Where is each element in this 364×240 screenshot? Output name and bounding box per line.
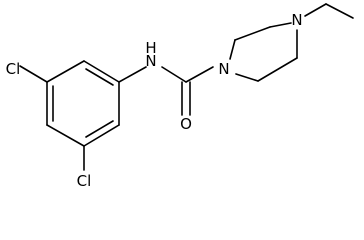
benzene-ring [46,60,120,147]
bond-ring-6 [46,60,85,83]
bond-ring-1 [83,60,120,83]
atom-label-cl-top: Cl [6,60,21,78]
atom-label-piperazine-n4: N [291,11,302,29]
atom-label-cl-bottom: Cl [77,172,92,190]
bond-pip-1 [229,39,236,60]
atom-label-amide-h: H [145,39,156,57]
bond-pip-6 [235,73,259,82]
bond-ring-4 [46,124,85,147]
bond-ring-double-2 [85,120,114,138]
bond-pip-3 [269,22,292,28]
bond-carbonyl-n [185,66,214,83]
bond-ring-3 [83,124,120,147]
atom-label-piperazine-n1: N [218,60,229,78]
bond-ring-nh [118,66,147,83]
bond-ethyl-1 [304,3,327,17]
structure-diagram: Cl Cl H N N N O [6,3,354,190]
bond-ring-double-1 [85,68,114,86]
piperazine-ring [229,22,298,82]
bond-nh-carbonyl [161,66,187,83]
bond-pip-2 [234,26,271,41]
atom-label-amide-n: N [145,52,156,70]
atom-label-carbonyl-o: O [180,115,192,133]
bond-ethyl-2 [325,3,354,19]
bond-cl-top [19,65,48,83]
bond-pip-5 [257,57,298,82]
